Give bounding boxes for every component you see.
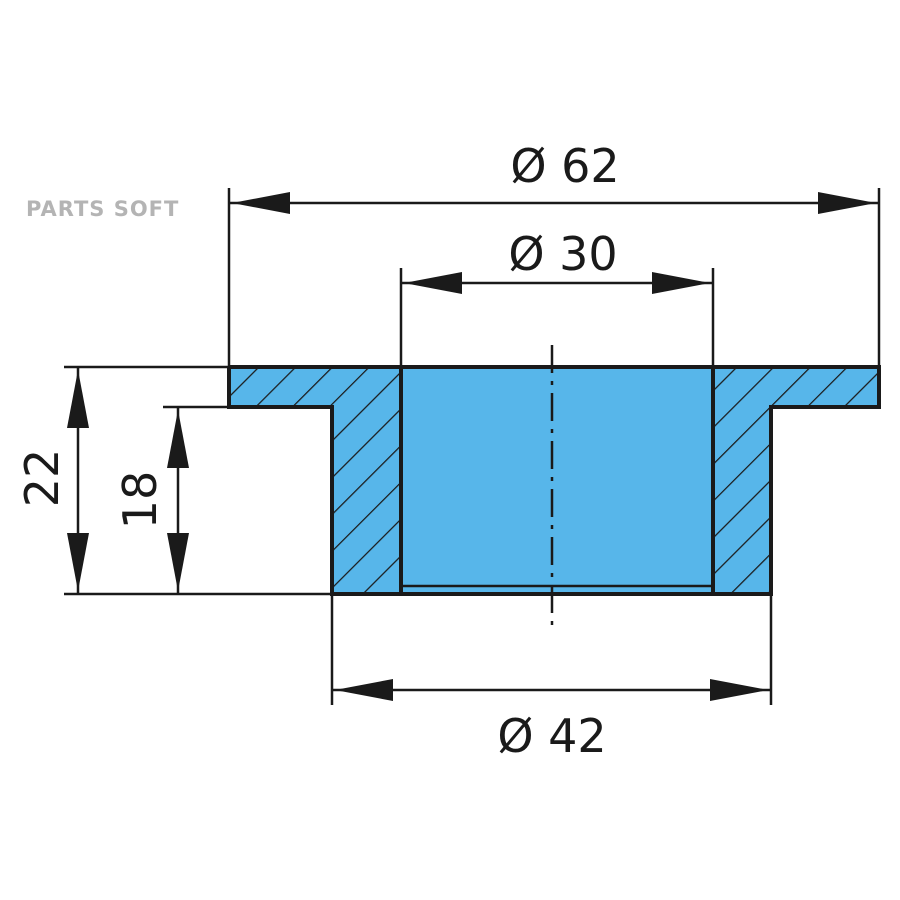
dim-label-30: Ø 30 <box>508 227 617 281</box>
arrow-62-right <box>818 192 876 214</box>
dim-label-42: Ø 42 <box>497 709 606 763</box>
arrow-42-left <box>335 679 393 701</box>
arrow-62-left <box>232 192 290 214</box>
arrow-30-left <box>404 272 462 294</box>
arrow-22-bottom <box>67 533 89 591</box>
dim-label-18: 18 <box>113 471 167 530</box>
arrow-18-top <box>167 410 189 468</box>
dim-label-62: Ø 62 <box>510 139 619 193</box>
arrow-30-right <box>652 272 710 294</box>
arrow-18-bottom <box>167 533 189 591</box>
watermark-text: PARTS SOFT <box>26 197 179 221</box>
arrow-42-right <box>710 679 768 701</box>
left-wall-section <box>229 367 401 594</box>
dim-label-22: 22 <box>15 449 69 508</box>
bore-bottom-strip <box>401 586 713 594</box>
arrow-22-top <box>67 370 89 428</box>
bore-area <box>401 367 713 586</box>
right-wall-section <box>713 367 879 594</box>
